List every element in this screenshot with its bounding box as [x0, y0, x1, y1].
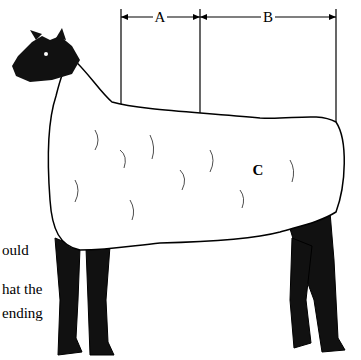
part-letter: C: [253, 163, 264, 178]
part-letter: B: [261, 10, 275, 25]
text-fragment: hat the: [2, 282, 42, 297]
sheep-head: [12, 28, 80, 82]
text-fragment: ending: [2, 306, 43, 321]
part-letter: A: [153, 10, 168, 25]
text-fragment: ould: [2, 243, 29, 258]
wool-lines: [75, 130, 294, 220]
sheep-body: [48, 58, 344, 250]
